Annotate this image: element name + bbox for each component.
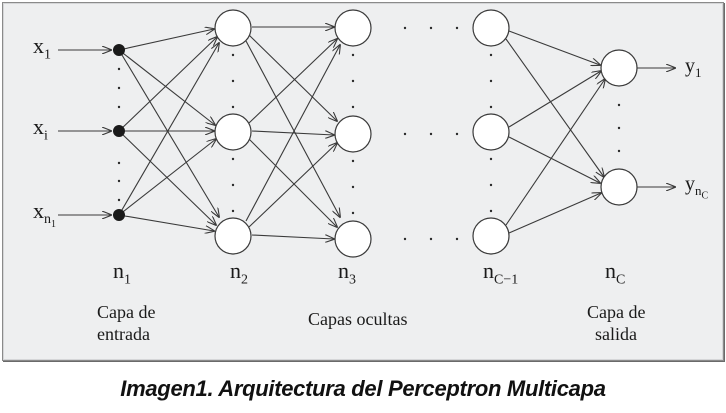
- output-layer-label: Capa de salida: [587, 302, 646, 344]
- input-label-xn1: xn1: [33, 198, 56, 231]
- hidden-layers-label: Capas ocultas: [308, 309, 408, 329]
- input-layer-label: Capa de entrada: [97, 302, 156, 344]
- layer-count-n1: n1: [113, 258, 131, 288]
- neuron-nodes: [214, 9, 638, 258]
- layer-count-n3: n3: [338, 258, 356, 288]
- layer-count-n2: n2: [230, 258, 248, 288]
- output-label-y1: y1: [685, 55, 702, 80]
- layer-count-nc: nC: [605, 258, 626, 288]
- layer-count-nc-1: nC−1: [483, 258, 519, 288]
- output-label-ync: ynC: [685, 173, 709, 202]
- input-label-xi: xi: [33, 114, 48, 144]
- network-diagram: [58, 9, 723, 258]
- connections: [58, 27, 675, 239]
- figure-caption: Imagen1. Arquitectura del Perceptron Mul…: [120, 376, 606, 401]
- ellipsis-dots: [117, 26, 621, 241]
- input-nodes: [113, 44, 125, 221]
- input-label-x1: x1: [33, 33, 51, 63]
- diagram-frame: x1 xi xn1 y1 ynC n1 n2 n3 nC−1 nC Capa d…: [2, 2, 724, 361]
